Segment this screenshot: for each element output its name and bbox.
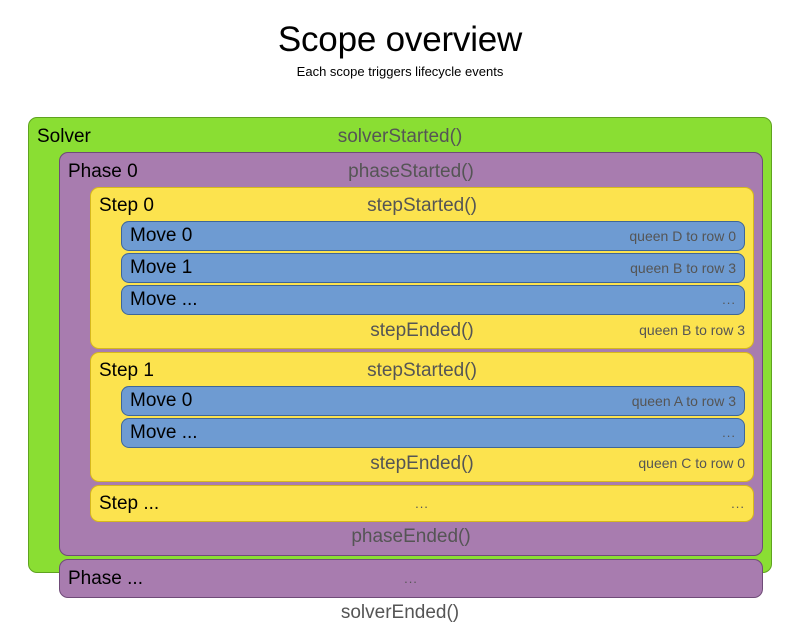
step-event: ... — [415, 496, 429, 511]
phase-started-event: phaseStarted() — [348, 161, 474, 182]
page-subtitle: Each scope triggers lifecycle events — [296, 63, 504, 79]
solver-ended-event: solverEnded() — [340, 602, 460, 623]
move-label: Move 0 — [130, 390, 193, 411]
moves-container: Move 0 queen D to row 0 Move 1 queen B t… — [99, 220, 745, 316]
phase-label: Phase 0 — [68, 161, 138, 182]
scope-overview-diagram: Solver solverStarted() Phase 0 phaseStar… — [28, 117, 772, 623]
step-more-row: Step ... ... ... — [99, 489, 745, 518]
steps-container: Step 0 stepStarted() Move 0 queen D to r… — [68, 186, 754, 522]
step-header-row: Step 1 stepStarted() — [99, 356, 745, 385]
step-ended-event: stepEnded() — [370, 453, 474, 474]
move-row: Move ... ... — [130, 286, 736, 314]
move-row: Move 0 queen D to row 0 — [130, 222, 736, 250]
step-ended-detail: queen C to row 0 — [638, 455, 745, 471]
move-scope-more[interactable]: Move ... ... — [121, 285, 745, 315]
moves-container: Move 0 queen A to row 3 Move ... ... — [99, 385, 745, 449]
step-footer-row: stepEnded() queen C to row 0 — [99, 449, 745, 478]
move-scope-0[interactable]: Move 0 queen D to row 0 — [121, 221, 745, 251]
solver-footer-row: solverEnded() — [37, 598, 763, 627]
step-ended-detail: queen B to row 3 — [639, 322, 745, 338]
phase-more-row: Phase ... ... — [68, 564, 754, 593]
move-detail: queen D to row 0 — [629, 228, 736, 244]
page-title: Scope overview — [277, 20, 523, 59]
phase-scope-0[interactable]: Phase 0 phaseStarted() Step 0 stepStarte… — [59, 152, 763, 556]
step-label: Step 0 — [99, 195, 154, 216]
move-detail: queen B to row 3 — [630, 260, 736, 276]
step-label: Step ... — [99, 493, 160, 514]
step-started-event: stepStarted() — [367, 360, 477, 381]
step-ended-event: stepEnded() — [370, 320, 474, 341]
solver-started-event: solverStarted() — [337, 126, 463, 147]
phase-footer-row: phaseEnded() — [68, 522, 754, 551]
phase-event: ... — [404, 571, 418, 586]
phase-ended-event: phaseEnded() — [351, 526, 471, 547]
move-detail: ... — [722, 425, 736, 440]
solver-header-row: Solver solverStarted() — [37, 122, 763, 151]
move-detail: ... — [722, 292, 736, 307]
move-detail: queen A to row 3 — [631, 393, 736, 409]
solver-scope[interactable]: Solver solverStarted() Phase 0 phaseStar… — [28, 117, 772, 623]
move-row: Move ... ... — [130, 419, 736, 447]
step-scope-more[interactable]: Step ... ... ... — [90, 485, 754, 522]
solver-label: Solver — [37, 126, 91, 147]
move-scope-0[interactable]: Move 0 queen A to row 3 — [121, 386, 745, 416]
phase-header-row: Phase 0 phaseStarted() — [68, 157, 754, 186]
step-label: Step 1 — [99, 360, 154, 381]
move-label: Move 0 — [130, 225, 193, 246]
step-started-event: stepStarted() — [367, 195, 477, 216]
move-label: Move ... — [130, 422, 198, 443]
move-label: Move ... — [130, 289, 198, 310]
phase-scope-more[interactable]: Phase ... ... — [59, 559, 763, 598]
step-detail: ... — [731, 496, 745, 511]
step-footer-row: stepEnded() queen B to row 3 — [99, 316, 745, 345]
move-label: Move 1 — [130, 257, 193, 278]
step-scope-1[interactable]: Step 1 stepStarted() Move 0 queen A to r… — [90, 352, 754, 482]
move-row: Move 1 queen B to row 3 — [130, 254, 736, 282]
phases-container: Phase 0 phaseStarted() Step 0 stepStarte… — [37, 151, 763, 598]
phase-label: Phase ... — [68, 568, 143, 589]
step-header-row: Step 0 stepStarted() — [99, 191, 745, 220]
move-scope-1[interactable]: Move 1 queen B to row 3 — [121, 253, 745, 283]
move-scope-more[interactable]: Move ... ... — [121, 418, 745, 448]
page-header: Scope overview Each scope triggers lifec… — [0, 0, 800, 79]
move-row: Move 0 queen A to row 3 — [130, 387, 736, 415]
step-scope-0[interactable]: Step 0 stepStarted() Move 0 queen D to r… — [90, 187, 754, 349]
